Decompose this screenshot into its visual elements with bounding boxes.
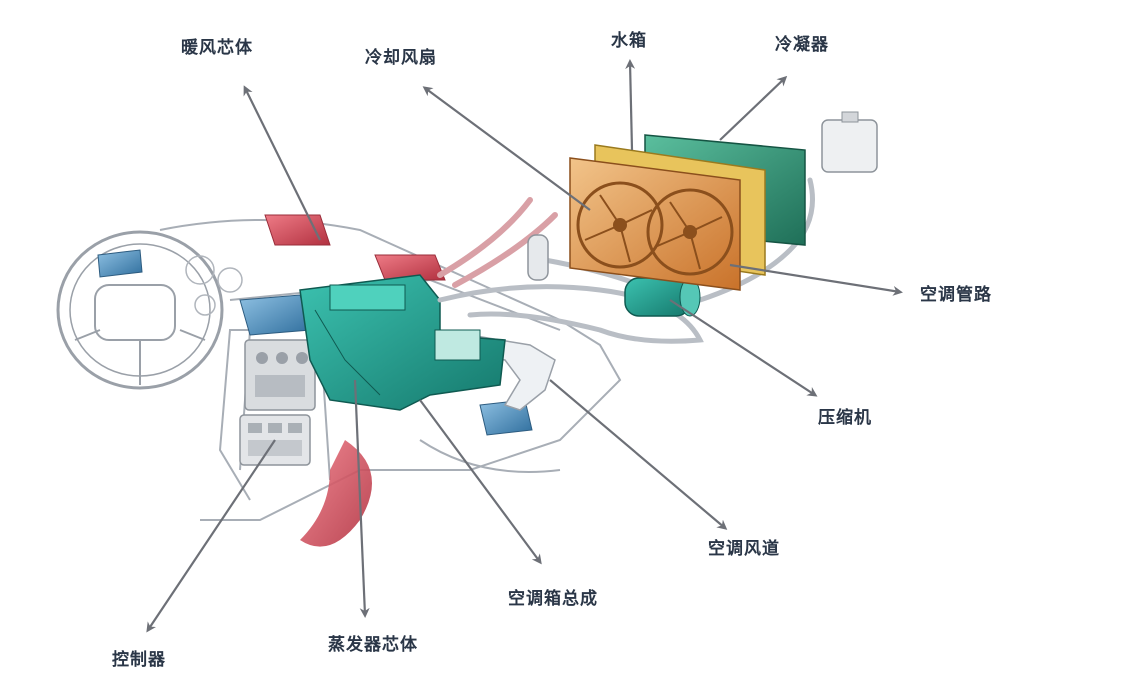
leader-arrows — [146, 59, 903, 633]
label-compressor: 压缩机 — [818, 408, 872, 428]
label-evaporator-core: 蒸发器芯体 — [328, 635, 418, 655]
arrow-evaporator-core — [353, 379, 370, 618]
arrow-ac-pipes — [729, 263, 903, 296]
label-ac-pipes: 空调管路 — [920, 285, 992, 305]
receiver-drier — [527, 234, 549, 281]
instrument-cluster — [185, 255, 243, 316]
compressor-shape — [624, 277, 701, 317]
arrow-condenser — [719, 75, 788, 141]
center-console — [239, 339, 316, 466]
label-hvac-box: 空调箱总成 — [508, 589, 598, 609]
label-controller: 控制器 — [112, 650, 166, 670]
arrow-compressor — [669, 299, 818, 397]
label-ac-duct: 空调风道 — [708, 539, 780, 559]
arrow-controller — [146, 439, 276, 633]
heater-hoses — [437, 197, 558, 288]
arrow-ac-duct — [549, 379, 728, 530]
radiator-shape — [569, 144, 766, 291]
label-cooling-fan: 冷却风扇 — [365, 48, 437, 68]
label-condenser: 冷凝器 — [775, 35, 829, 55]
hvac-box-shape — [299, 274, 506, 411]
steering-wheel — [56, 230, 224, 390]
arrow-radiator — [625, 59, 636, 151]
label-radiator: 水箱 — [611, 31, 647, 51]
arrow-cooling-fan — [422, 86, 591, 211]
expansion-tank — [821, 111, 878, 173]
heater-vents — [264, 214, 446, 547]
arrow-heater-core — [243, 85, 321, 241]
label-heater-core: 暖风芯体 — [181, 38, 253, 58]
arrow-hvac-box — [419, 399, 542, 565]
